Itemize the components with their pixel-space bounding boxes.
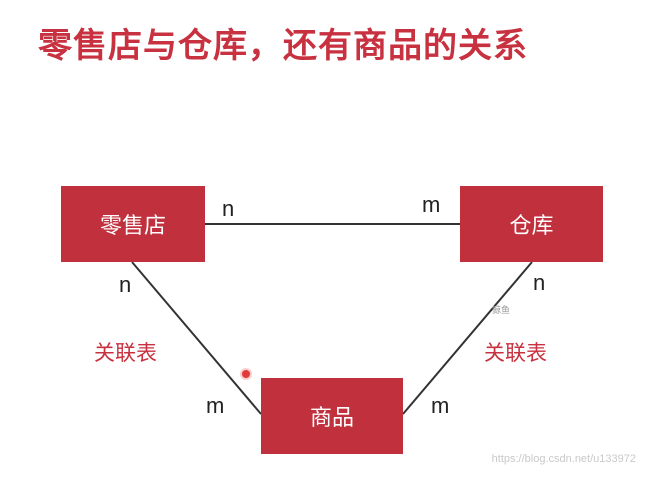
entity-product[interactable]: 商品 [261,378,403,454]
overlay-text: 鲸鱼 [492,306,511,316]
cardinality-store-product-m: m [206,393,225,418]
cardinality-store-warehouse-m: m [422,192,441,217]
watermark: https://blog.csdn.net/u133972 [491,453,636,465]
cardinality-warehouse-product-n: n [533,270,546,295]
entity-warehouse[interactable]: 仓库 [460,186,603,262]
cardinality-store-warehouse-n: n [222,196,235,221]
cardinality-warehouse-product-m: m [431,393,450,418]
line-warehouse-product [402,261,533,415]
entity-warehouse-label: 仓库 [509,214,554,239]
relation-label-store-product: 关联表 [94,341,157,365]
entity-product-label: 商品 [309,406,354,431]
relation-label-warehouse-product: 关联表 [484,341,547,365]
entity-store[interactable]: 零售店 [61,186,205,262]
laser-pointer-dot [242,370,250,378]
page-title: 零售店与仓库，还有商品的关系 [38,26,528,66]
cardinality-store-product-n: n [119,272,132,297]
entity-store-label: 零售店 [99,214,166,239]
line-store-product [131,261,262,415]
